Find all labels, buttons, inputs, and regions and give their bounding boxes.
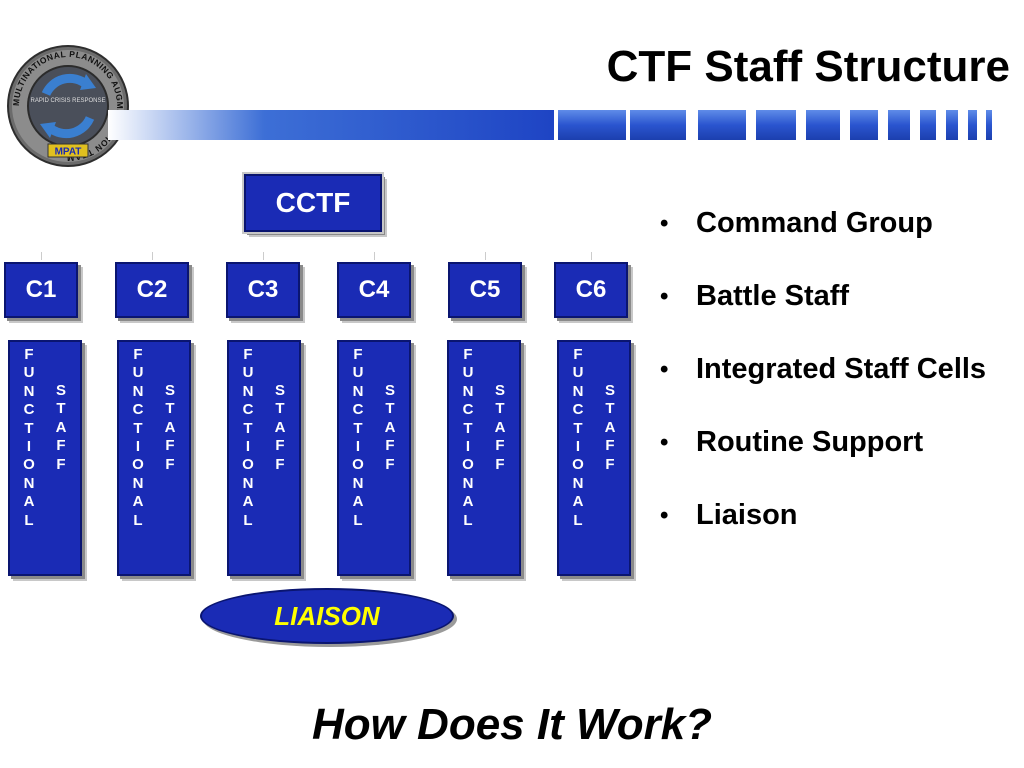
logo-center-text: RAPID CRISIS RESPONSE — [30, 98, 105, 104]
connector-tick — [152, 252, 153, 260]
bullet-item: •Liaison — [660, 499, 798, 531]
cctf-box: CCTF — [242, 172, 384, 234]
footer-question: How Does It Work? — [311, 700, 713, 749]
bullet-item: •Battle Staff — [660, 280, 850, 312]
bullet-list: •Command Group •Battle Staff •Integrated… — [660, 206, 1000, 571]
band-block — [920, 110, 936, 140]
page-title: CTF Staff Structure — [606, 42, 1010, 91]
connector-tick — [485, 252, 486, 260]
band-block — [630, 110, 686, 140]
band-block — [698, 110, 746, 140]
band-block — [986, 110, 992, 140]
liaison-label: LIAISON — [274, 600, 380, 631]
bullet-text: Routine Support — [696, 426, 924, 458]
connector-tick — [374, 252, 375, 260]
band-block — [558, 110, 626, 140]
bullet-text: Integrated Staff Cells — [696, 353, 987, 385]
directorate-c1-box: C1 — [4, 262, 78, 318]
directorate-c5-box: C5 — [448, 262, 522, 318]
bullet-text: Liaison — [696, 499, 798, 531]
connector-tick — [41, 252, 42, 260]
band-block — [968, 110, 977, 140]
directorate-c2-box: C2 — [115, 262, 189, 318]
band-block — [850, 110, 878, 140]
band-block — [946, 110, 958, 140]
liaison-ellipse: LIAISON — [200, 588, 454, 644]
connector-tick — [591, 252, 592, 260]
bullet-item: •Routine Support — [660, 426, 924, 458]
band-block — [756, 110, 796, 140]
bullet-item: •Integrated Staff Cells — [660, 353, 987, 385]
band-block — [806, 110, 840, 140]
bullet-text: Battle Staff — [696, 280, 850, 312]
directorate-c6-box: C6 — [554, 262, 628, 318]
directorate-c4-box: C4 — [337, 262, 411, 318]
connector-tick — [263, 252, 264, 260]
band-block — [888, 110, 910, 140]
band-gradient — [108, 110, 554, 140]
bullet-item: •Command Group — [660, 207, 933, 239]
logo-badge: MPAT — [55, 147, 82, 158]
directorate-c3-box: C3 — [226, 262, 300, 318]
header-band — [108, 110, 1024, 140]
bullet-text: Command Group — [696, 207, 933, 239]
mpat-logo: RAPID CRISIS RESPONSE MULTINATIONAL PLAN… — [6, 44, 130, 168]
